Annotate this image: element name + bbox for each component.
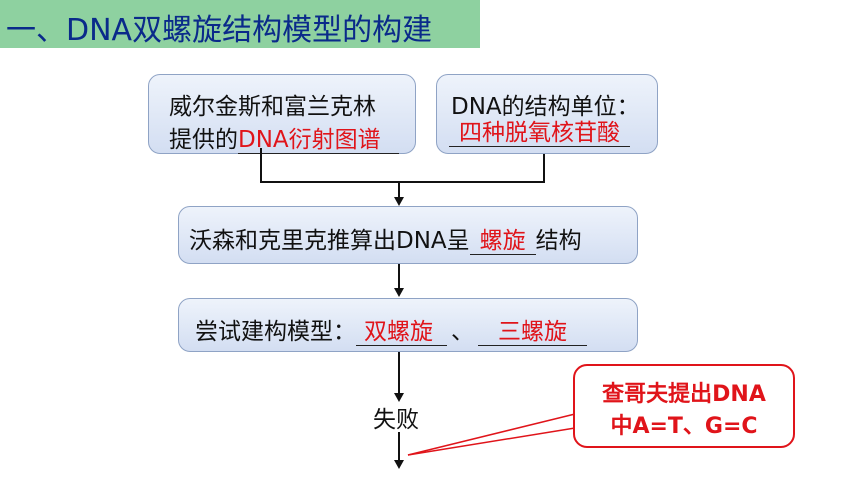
- arrow-to-box3: [394, 197, 404, 206]
- box3-text: 沃森和克里克推算出DNA呈螺旋结构: [189, 221, 582, 256]
- structure-unit-box: DNA的结构单位： 四种脱氧核苷酸: [436, 74, 658, 154]
- connector-horizontal: [260, 181, 545, 183]
- box1-line2: 提供的DNA衍射图谱: [169, 120, 399, 155]
- connector-box1-down: [260, 148, 262, 182]
- box4-prefix: 尝试建构模型：: [195, 319, 356, 345]
- box1-line1: 威尔金斯和富兰克林: [169, 94, 376, 120]
- watson-crick-box: 沃森和克里克推算出DNA呈螺旋结构: [178, 206, 638, 264]
- callout-line2: 中A=T、G=C: [610, 414, 758, 439]
- fail-label: 失败: [373, 407, 419, 433]
- connector-to-box3: [398, 182, 400, 198]
- connector-box3-box4: [398, 264, 400, 289]
- connector-to-fail: [398, 352, 400, 394]
- box3-suffix: 结构: [535, 228, 582, 254]
- arrow-to-box4: [394, 288, 404, 297]
- box4-separator: 、: [451, 319, 474, 345]
- wilkins-franklin-box: 威尔金斯和富兰克林 提供的DNA衍射图谱: [148, 74, 416, 155]
- box1-answer-blank: DNA衍射图谱: [238, 127, 399, 155]
- box4-answer1-blank: 双螺旋: [356, 319, 447, 347]
- arrow-to-fail: [394, 393, 404, 402]
- page-title: 一、DNA双螺旋结构模型的构建: [6, 13, 433, 48]
- callout-line1: 查哥夫提出DNA: [602, 382, 766, 407]
- box2-line2: 四种脱氧核苷酸: [449, 120, 630, 148]
- box4-text: 尝试建构模型：双螺旋、三螺旋: [195, 312, 587, 347]
- arrow-bottom: [394, 460, 404, 469]
- box2-line1: DNA的结构单位：: [451, 94, 640, 120]
- box3-prefix: 沃森和克里克推算出DNA呈: [189, 228, 470, 254]
- connector-box2-down: [543, 154, 545, 182]
- box4-answer2-blank: 三螺旋: [478, 319, 587, 347]
- box1-line2-prefix: 提供的: [169, 127, 238, 153]
- title-banner: 一、DNA双螺旋结构模型的构建: [0, 0, 480, 48]
- chargaff-callout: 查哥夫提出DNA 中A=T、G=C: [573, 364, 795, 448]
- box3-answer-blank: 螺旋: [469, 228, 536, 256]
- model-attempt-box: 尝试建构模型：双螺旋、三螺旋: [178, 298, 638, 352]
- box2-answer-blank: 四种脱氧核苷酸: [449, 120, 630, 148]
- connector-fail-down: [398, 432, 400, 462]
